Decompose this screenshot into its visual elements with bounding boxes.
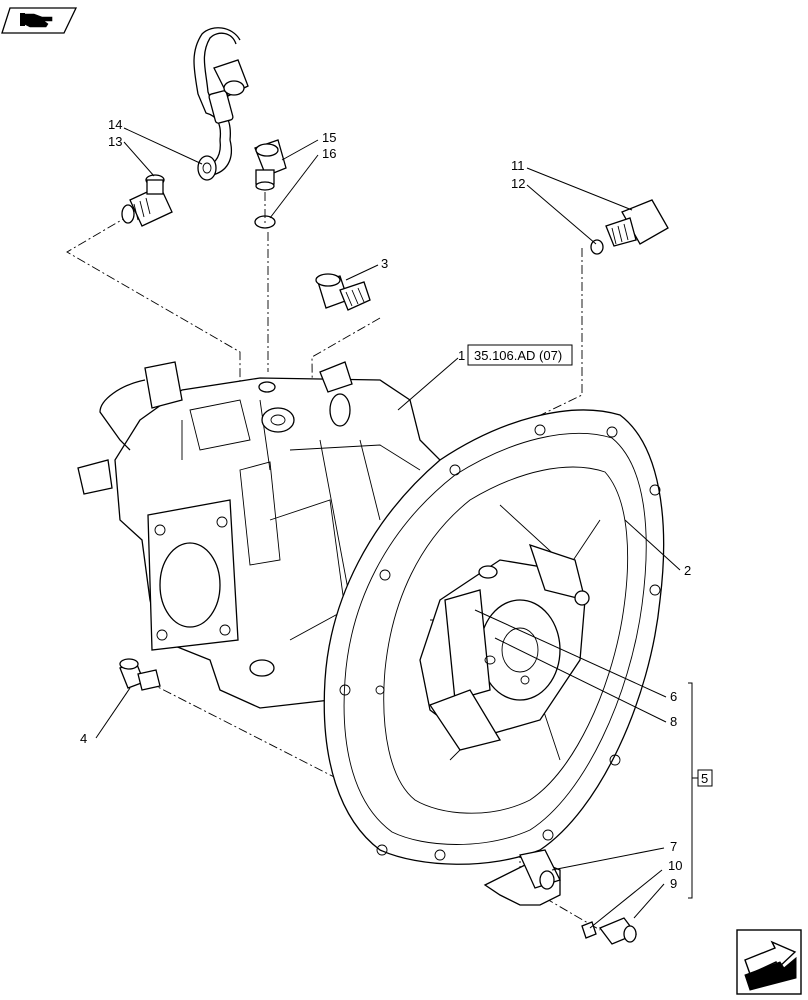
- plug-screw: [315, 273, 371, 311]
- callout-10: 10: [668, 858, 682, 873]
- callouts: 1 2 3 4 6 7 8 9 10 11 12 13 14 15 16: [80, 117, 691, 891]
- tee-fitting: [121, 174, 173, 227]
- sensor-o-ring: [590, 239, 604, 255]
- hose-line-assembly: [193, 27, 249, 181]
- hydraulic-pump: [77, 361, 441, 709]
- callout-6: 6: [670, 689, 677, 704]
- o-ring: [254, 215, 276, 229]
- group-box: [697, 769, 713, 787]
- callout-7: 7: [670, 839, 677, 854]
- cap: [598, 917, 638, 945]
- callout-1: 1: [458, 348, 465, 363]
- callout-12: 12: [511, 176, 525, 191]
- reference-box: [467, 344, 573, 366]
- callout-9: 9: [670, 876, 677, 891]
- support-bracket: [483, 849, 561, 906]
- callout-2: 2: [684, 563, 691, 578]
- bolt: [119, 658, 161, 691]
- callout-4: 4: [80, 731, 87, 746]
- hand-pointer-icon[interactable]: [1, 7, 78, 34]
- callout-16: 16: [322, 146, 336, 161]
- callout-15: 15: [322, 130, 336, 145]
- elbow-fitting: [254, 139, 287, 191]
- callout-8: 8: [670, 714, 677, 729]
- callout-13: 13: [108, 134, 122, 149]
- callout-11: 11: [511, 158, 525, 173]
- coupling: [419, 543, 590, 751]
- callout-14: 14: [108, 117, 122, 132]
- group-label: 5: [701, 771, 708, 786]
- pressure-sensor: [605, 199, 669, 247]
- next-page-arrow-icon[interactable]: [736, 929, 802, 995]
- callout-3: 3: [381, 256, 388, 271]
- reference-label[interactable]: 35.106.AD (07): [474, 348, 562, 363]
- leader-lines: [95, 127, 698, 929]
